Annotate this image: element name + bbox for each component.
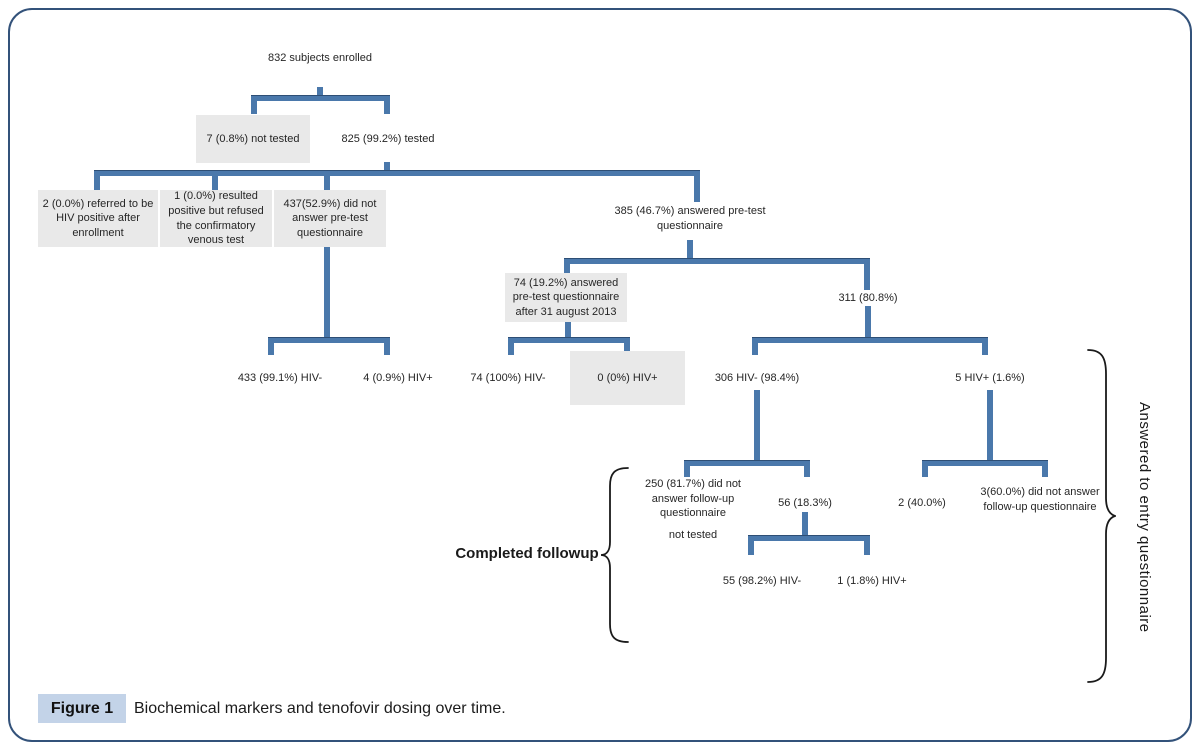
node-437-no-answer: 437(52.9%) did not answer pre-test quest… — [274, 190, 386, 247]
figure-tag: Figure 1 — [38, 694, 126, 723]
node-832-enrolled: 832 subjects enrolled — [268, 52, 372, 64]
connector-segment — [748, 541, 754, 555]
connector-segment — [752, 343, 758, 355]
node-250-note: not tested — [668, 528, 718, 541]
connector-segment — [684, 466, 690, 477]
connector-segment — [508, 343, 514, 355]
node-74-hiv-neg: 74 (100%) HIV- — [470, 372, 546, 384]
connector-segment — [94, 170, 700, 176]
figure-caption: Biochemical markers and tenofovir dosing… — [134, 700, 506, 717]
connector-segment — [804, 466, 810, 477]
completed-followup-label: Completed followup — [455, 545, 599, 562]
connector-segment — [752, 337, 988, 343]
left-curly-brace — [600, 467, 629, 643]
connector-segment — [508, 337, 630, 343]
connector-segment — [94, 176, 100, 190]
connector-segment — [922, 466, 928, 477]
connector-segment — [987, 390, 993, 460]
node-825-tested: 825 (99.2%) tested — [341, 133, 435, 145]
connector-segment — [865, 306, 871, 337]
node-3-60-no-followup: 3(60.0%) did not answer follow-up questi… — [980, 486, 1100, 513]
node-55-hiv-neg: 55 (98.2%) HIV- — [722, 575, 802, 587]
connector-segment — [694, 176, 700, 202]
connector-segment — [864, 264, 870, 290]
connector-segment — [324, 176, 330, 190]
node-2-40: 2 (40.0%) — [898, 497, 946, 509]
connector-segment — [324, 247, 330, 337]
connector-segment — [565, 322, 571, 337]
connector-segment — [251, 95, 390, 101]
node-306-hiv-neg: 306 HIV- (98.4%) — [714, 372, 800, 384]
connector-segment — [384, 101, 390, 114]
node-7-not-tested: 7 (0.8%) not tested — [196, 115, 310, 163]
connector-segment — [564, 258, 870, 264]
connector-segment — [624, 343, 630, 351]
node-1-refused: 1 (0.0%) resulted positive but refused t… — [160, 190, 272, 247]
answered-entry-questionnaire-label: Answered to entry questionnaire — [1136, 402, 1153, 633]
connector-segment — [1042, 466, 1048, 477]
node-74-after: 74 (19.2%) answered pre-test questionnai… — [505, 273, 627, 322]
connector-segment — [802, 512, 808, 535]
node-2-referred: 2 (0.0%) referred to be HIV positive aft… — [38, 190, 158, 247]
connector-segment — [212, 176, 218, 190]
connector-segment — [384, 162, 390, 170]
connector-segment — [268, 337, 390, 343]
connector-segment — [687, 240, 693, 258]
node-0-hiv-pos: 0 (0%) HIV+ — [570, 351, 685, 405]
node-56: 56 (18.3%) — [778, 497, 832, 509]
connector-segment — [922, 460, 1048, 466]
connector-segment — [564, 264, 570, 273]
node-250-no-followup: 250 (81.7%) did not answer follow-up que… — [641, 477, 745, 542]
connector-segment — [384, 343, 390, 355]
node-250-text: 250 (81.7%) did not answer follow-up que… — [644, 478, 741, 520]
right-curly-brace — [1087, 349, 1116, 683]
node-433-hiv-neg: 433 (99.1%) HIV- — [237, 372, 323, 384]
node-311: 311 (80.8%) — [838, 292, 898, 304]
connector-segment — [684, 460, 810, 466]
connector-segment — [317, 87, 323, 95]
node-1-hiv-pos: 1 (1.8%) HIV+ — [837, 575, 907, 587]
node-4-hiv-pos: 4 (0.9%) HIV+ — [363, 372, 433, 384]
node-5-hiv-pos: 5 HIV+ (1.6%) — [955, 372, 1025, 384]
connector-segment — [251, 101, 257, 114]
connector-segment — [864, 541, 870, 555]
connector-segment — [754, 390, 760, 460]
node-385-answered: 385 (46.7%) answered pre-test questionna… — [614, 205, 766, 232]
connector-segment — [982, 343, 988, 355]
connector-segment — [268, 343, 274, 355]
connector-segment — [748, 535, 870, 541]
